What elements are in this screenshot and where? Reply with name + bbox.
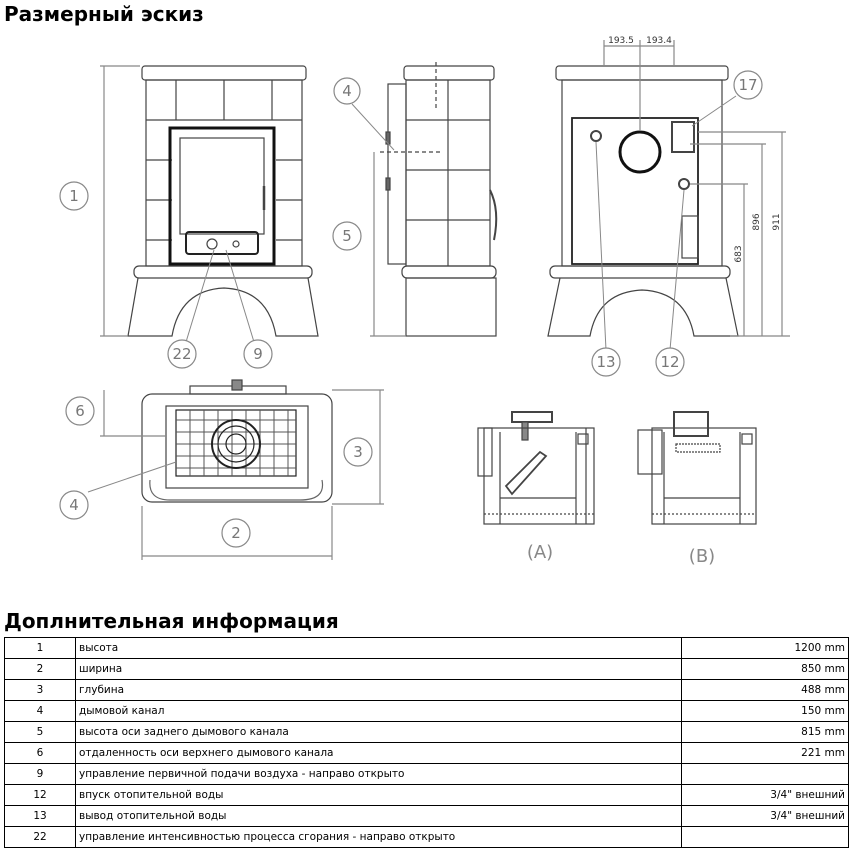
section-a-label: (A) — [527, 542, 553, 563]
row-value — [681, 826, 849, 848]
section-b — [637, 411, 757, 525]
table-row: 4 дымовой канал 150 mm — [4, 700, 849, 722]
callout-12: 12 — [660, 353, 679, 371]
callout-17: 17 — [738, 76, 757, 94]
row-value: 488 mm — [681, 679, 849, 701]
row-value: 1200 mm — [681, 637, 849, 659]
callout-13: 13 — [596, 353, 615, 371]
top-view — [100, 379, 384, 560]
row-number: 2 — [4, 658, 76, 680]
row-description: высота оси заднего дымового канала — [75, 721, 682, 743]
row-number: 13 — [4, 805, 76, 827]
callout-22: 22 — [172, 345, 191, 363]
row-number: 4 — [4, 700, 76, 722]
row-description: отдаленность оси верхнего дымового канал… — [75, 742, 682, 764]
back-view — [547, 40, 790, 337]
table-row: 2 ширина 850 mm — [4, 658, 849, 680]
callout-2: 2 — [231, 524, 241, 542]
callout-9: 9 — [253, 345, 263, 363]
row-description: дымовой канал — [75, 700, 682, 722]
sketch-title: Размерный эскиз — [4, 2, 204, 26]
technical-drawing: 1 2 3 4 4 5 6 9 12 13 17 22 193.5 193.4 … — [59, 36, 790, 567]
table-row: 1 высота 1200 mm — [4, 637, 849, 659]
callout-6: 6 — [75, 402, 85, 420]
dim-193-4: 193.4 — [646, 36, 672, 46]
row-description: вывод отопительной воды — [75, 805, 682, 827]
row-number: 5 — [4, 721, 76, 743]
dim-193-5: 193.5 — [608, 36, 634, 46]
row-value: 150 mm — [681, 700, 849, 722]
info-title: Доплнительная информация — [4, 609, 339, 633]
dim-683: 683 — [734, 245, 744, 262]
row-value — [681, 763, 849, 785]
callout-1: 1 — [69, 187, 79, 205]
front-view — [100, 65, 319, 337]
row-description: управление первичной подачи воздуха - на… — [75, 763, 682, 785]
row-value: 221 mm — [681, 742, 849, 764]
row-description: высота — [75, 637, 682, 659]
callout-3: 3 — [353, 443, 363, 461]
row-description: управление интенсивностью процесса сгора… — [75, 826, 682, 848]
callout-5: 5 — [342, 227, 352, 245]
table-row: 3 глубина 488 mm — [4, 679, 849, 701]
row-description: впуск отопительной воды — [75, 784, 682, 806]
row-number: 3 — [4, 679, 76, 701]
section-a — [477, 411, 595, 525]
row-number: 9 — [4, 763, 76, 785]
table-row: 13 вывод отопительной воды 3/4" внешний — [4, 805, 849, 827]
row-value: 850 mm — [681, 658, 849, 680]
table-row: 12 впуск отопительной воды 3/4" внешний — [4, 784, 849, 806]
callout-4-side: 4 — [342, 82, 352, 100]
side-view — [370, 62, 498, 337]
table-row: 6 отдаленность оси верхнего дымового кан… — [4, 742, 849, 764]
section-b-label: (B) — [689, 546, 715, 567]
row-value: 3/4" внешний — [681, 805, 849, 827]
dim-911: 911 — [772, 213, 782, 230]
info-table: 1 высота 1200 mm 2 ширина 850 mm 3 глуби… — [4, 637, 849, 848]
row-number: 22 — [4, 826, 76, 848]
row-number: 1 — [4, 637, 76, 659]
row-number: 12 — [4, 784, 76, 806]
row-value: 3/4" внешний — [681, 784, 849, 806]
row-description: ширина — [75, 658, 682, 680]
row-value: 815 mm — [681, 721, 849, 743]
row-description: глубина — [75, 679, 682, 701]
table-row: 22 управление интенсивностью процесса сг… — [4, 826, 849, 848]
row-number: 6 — [4, 742, 76, 764]
table-row: 5 высота оси заднего дымового канала 815… — [4, 721, 849, 743]
callout-4-top: 4 — [69, 496, 79, 514]
dim-896: 896 — [752, 213, 762, 230]
table-row: 9 управление первичной подачи воздуха - … — [4, 763, 849, 785]
